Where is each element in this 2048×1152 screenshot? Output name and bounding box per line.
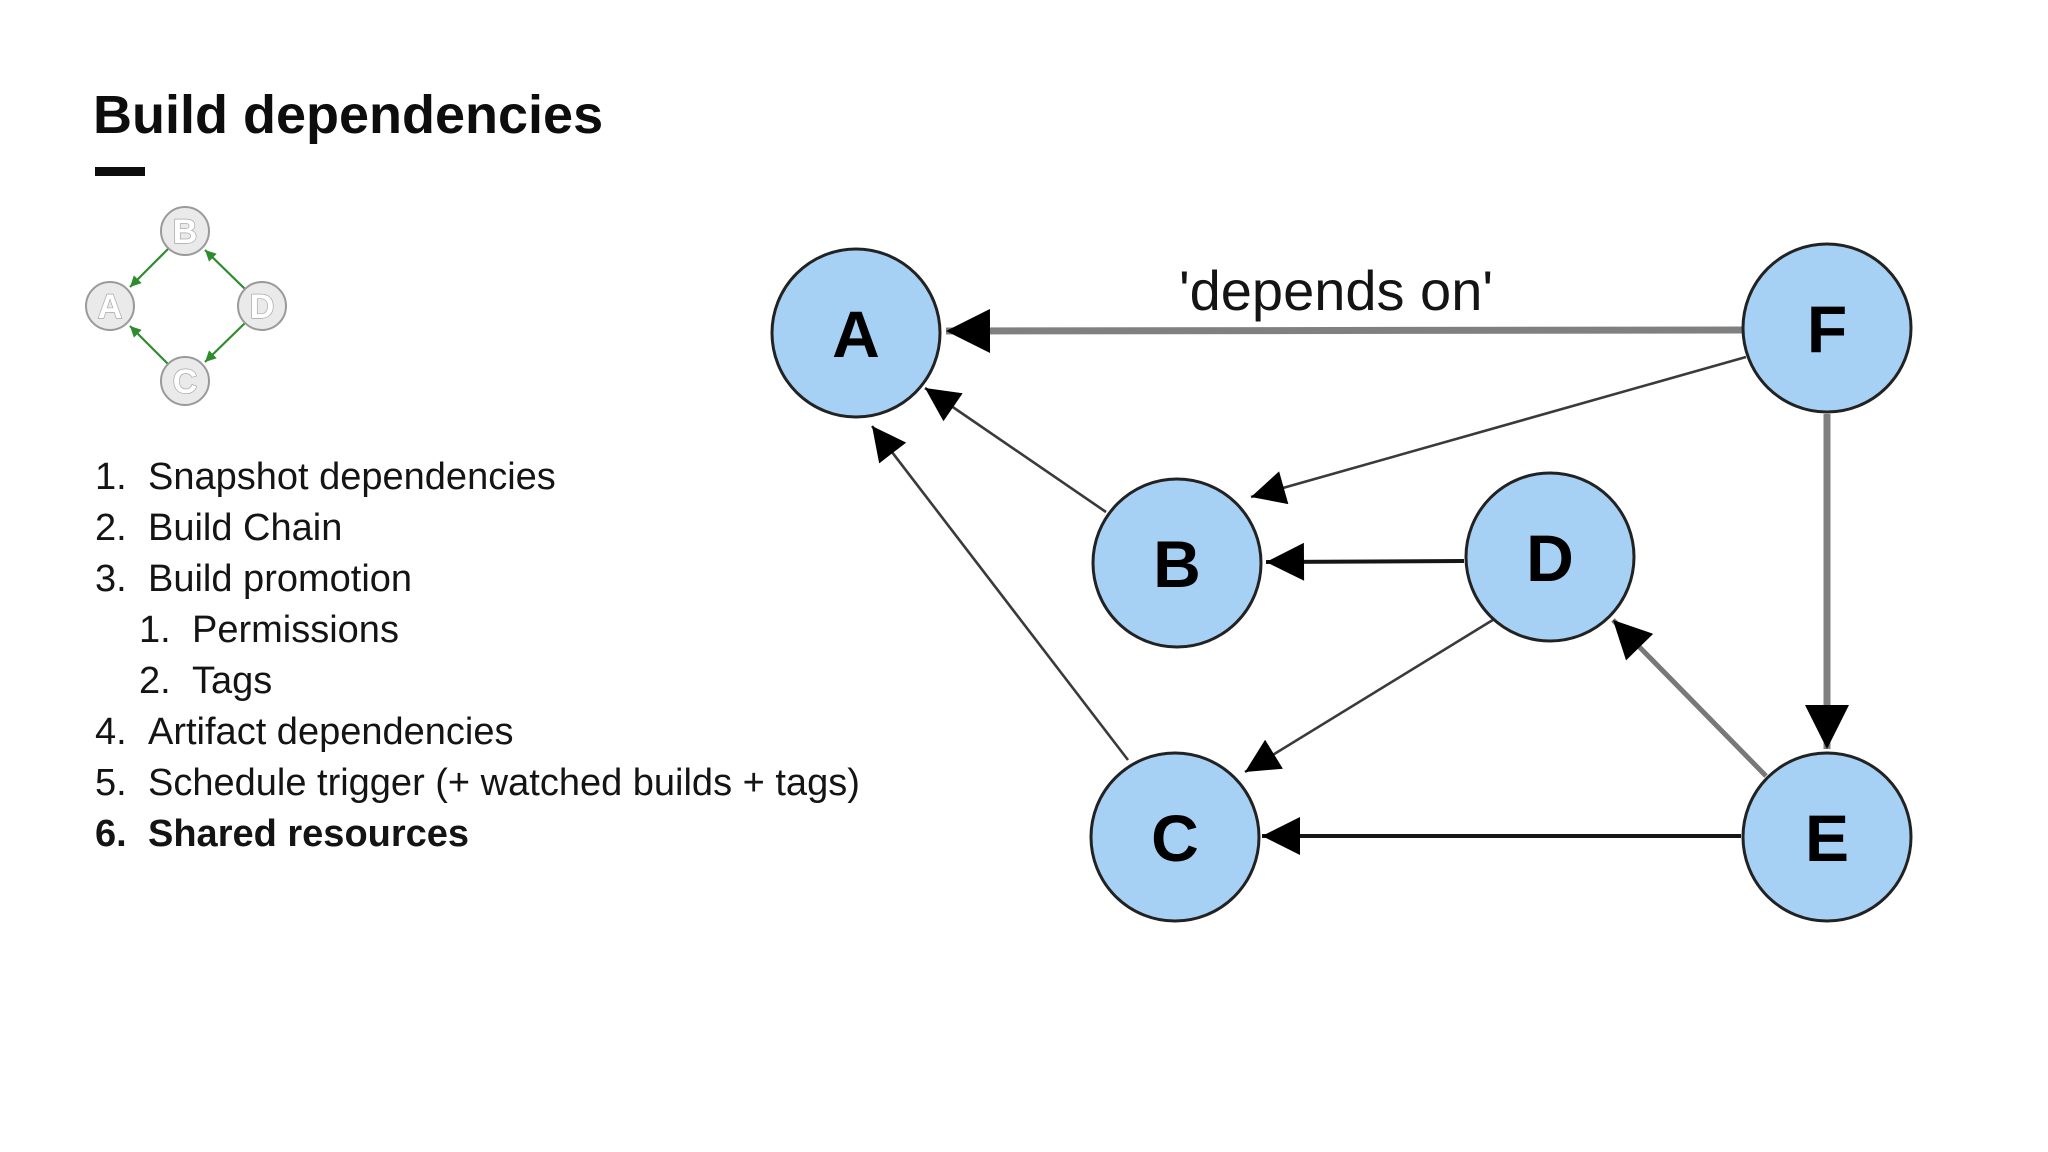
thumb-edge-b-a xyxy=(129,248,169,288)
list-item-artifact-dependencies: 4. Artifact dependencies xyxy=(95,707,860,758)
list-item-number: 1. xyxy=(95,456,127,498)
thumb-node-c-circle xyxy=(160,356,210,406)
title-underline xyxy=(95,167,145,176)
thumb-node-d: D xyxy=(237,281,287,331)
thumb-node-c: C xyxy=(160,356,210,406)
graph-node-a-label: A xyxy=(832,297,880,371)
graph-node-d: D xyxy=(1464,471,1636,643)
thumb-node-d-label: D xyxy=(250,288,275,326)
graph-node-c: C xyxy=(1089,751,1261,923)
thumb-edge-c-a xyxy=(129,325,169,365)
list-item-number: 2. xyxy=(139,660,171,702)
graph-node-f: F xyxy=(1741,242,1913,414)
graph-node-d-circle xyxy=(1464,471,1636,643)
list-item-text: Shared resources xyxy=(148,813,470,855)
graph-node-f-circle xyxy=(1741,242,1913,414)
thumb-node-b-label: B xyxy=(173,213,198,251)
edge-b-a xyxy=(924,386,1107,514)
list-item-text: Tags xyxy=(192,660,273,702)
edge-c-a xyxy=(870,425,1130,761)
thumb-node-a: A xyxy=(85,281,135,331)
graph-node-b-circle xyxy=(1091,477,1263,649)
graph-edges xyxy=(870,308,1849,855)
list-item-build-chain: 2. Build Chain xyxy=(95,503,860,554)
list-item-number: 2. xyxy=(95,507,127,549)
list-item-number: 5. xyxy=(95,762,127,804)
thumb-edge-d-b xyxy=(204,249,246,290)
graph-node-f-label: F xyxy=(1807,292,1847,366)
thumb-node-d-circle xyxy=(237,281,287,331)
edge-d-c xyxy=(1244,616,1497,774)
graph-node-e: E xyxy=(1741,751,1913,923)
list-item-number: 6. xyxy=(95,813,127,855)
thumb-edge-d-c xyxy=(204,322,246,363)
list-item-permissions: 1. Permissions xyxy=(95,605,860,656)
list-item-text: Schedule trigger (+ watched builds + tag… xyxy=(148,762,860,804)
graph-node-c-circle xyxy=(1089,751,1261,923)
list-item-text: Snapshot dependencies xyxy=(148,456,556,498)
graph-node-d-label: D xyxy=(1526,521,1574,595)
graph-node-c-label: C xyxy=(1151,801,1199,875)
list-item-text: Artifact dependencies xyxy=(148,711,514,753)
edge-f-b xyxy=(1250,355,1747,505)
list-item-text: Permissions xyxy=(192,609,399,651)
graph-node-b: B xyxy=(1091,477,1263,649)
agenda-list: 1. Snapshot dependencies 2. Build Chain … xyxy=(95,452,860,860)
thumb-node-b: B xyxy=(160,206,210,256)
list-item-number: 4. xyxy=(95,711,127,753)
thumb-node-b-circle xyxy=(160,206,210,256)
thumb-node-a-label: A xyxy=(98,288,123,326)
graph-node-b-label: B xyxy=(1153,527,1201,601)
graph-node-e-label: E xyxy=(1805,801,1849,875)
list-item-number: 1. xyxy=(139,609,171,651)
thumb-node-c-label: C xyxy=(173,363,198,401)
graph-node-e-circle xyxy=(1741,751,1913,923)
graph-node-a-circle xyxy=(770,247,942,419)
graph-node-a: A xyxy=(770,247,942,419)
edge-d-b xyxy=(1265,542,1465,581)
page-title: Build dependencies xyxy=(93,85,604,145)
thumbnail-graph: B A D C xyxy=(85,206,287,406)
thumb-node-a-circle xyxy=(85,281,135,331)
list-item-tags: 2. Tags xyxy=(95,656,860,707)
list-item-snapshot-dependencies: 1. Snapshot dependencies xyxy=(95,452,860,503)
list-item-build-promotion: 3. Build promotion xyxy=(95,554,860,605)
thumb-edges xyxy=(129,248,246,365)
list-item-number: 3. xyxy=(95,558,127,600)
edge-e-d xyxy=(1611,618,1768,778)
list-item-shared-resources: 6. Shared resources xyxy=(95,809,860,860)
list-item-schedule-trigger: 5. Schedule trigger (+ watched builds + … xyxy=(95,758,860,809)
list-item-text: Build Chain xyxy=(148,507,343,549)
list-item-text: Build promotion xyxy=(148,558,413,600)
depends-on-label: 'depends on' xyxy=(1179,259,1493,322)
edge-f-a xyxy=(945,308,1744,353)
